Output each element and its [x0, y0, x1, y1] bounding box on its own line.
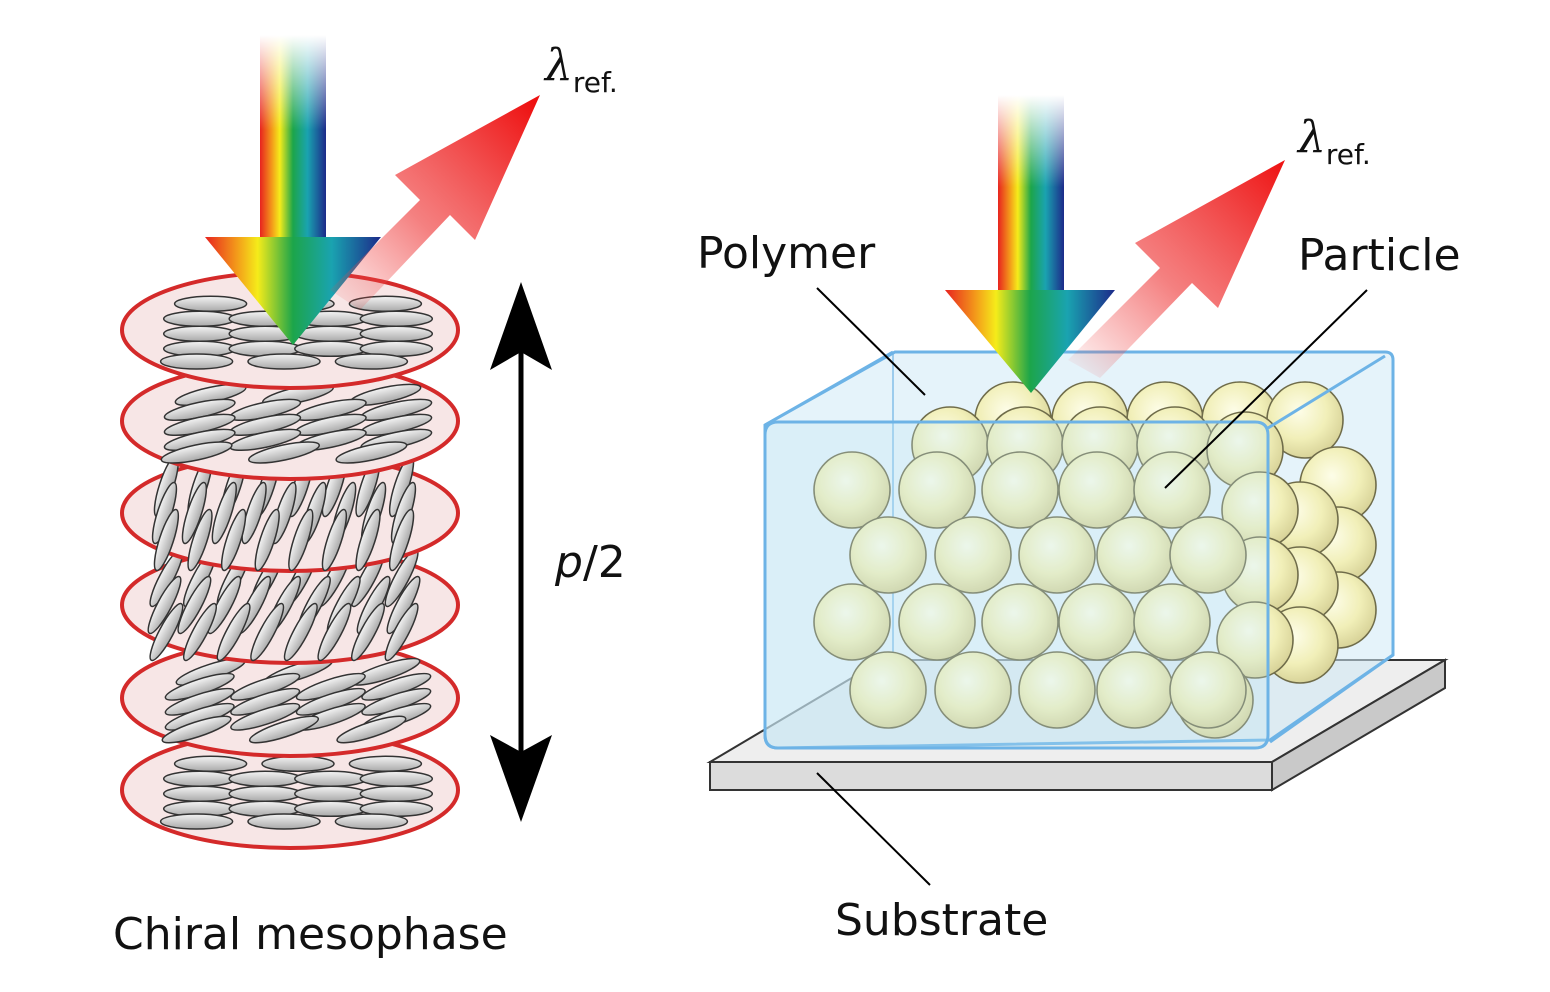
mesogen — [359, 770, 434, 788]
particle — [1133, 583, 1211, 661]
particle — [849, 651, 927, 729]
mesogen — [254, 508, 280, 572]
mesogen — [160, 441, 233, 464]
particle — [1018, 651, 1096, 729]
mesogen — [159, 813, 234, 830]
mesogen — [359, 310, 434, 328]
mesogen — [230, 702, 301, 731]
mesogen — [181, 481, 208, 545]
particle — [849, 516, 927, 594]
particle-label: Particle — [1298, 230, 1461, 281]
mesogen — [173, 755, 248, 773]
mesogen — [211, 481, 237, 545]
mesogen — [355, 508, 381, 572]
particle — [813, 583, 891, 661]
mesogen — [162, 325, 237, 343]
chiral-mesophase-caption: Chiral mesophase — [113, 909, 508, 960]
mesogen — [207, 575, 242, 635]
pitch-label: p/2 — [554, 537, 626, 588]
mesogen — [216, 602, 251, 662]
mesogen — [147, 575, 182, 635]
mesogen — [187, 508, 213, 572]
mesogen — [248, 715, 320, 744]
mesogen — [153, 508, 180, 572]
mesogen — [261, 755, 335, 773]
mesogen — [247, 813, 321, 830]
particle — [981, 451, 1059, 529]
particle-lattice — [813, 381, 1377, 739]
reflected-light-arrow-left — [330, 95, 540, 310]
mesogen — [183, 602, 217, 662]
particle — [934, 516, 1012, 594]
mesogen — [173, 295, 248, 313]
mesogen — [177, 575, 212, 635]
mesogen — [317, 602, 352, 662]
mesogen — [335, 441, 408, 464]
mesogen — [334, 813, 409, 830]
mesogen — [288, 508, 314, 572]
pitch-double-arrow — [490, 282, 552, 822]
particle — [934, 651, 1012, 729]
mesogen — [348, 755, 423, 773]
chiral-disc-stack — [120, 270, 460, 850]
lambda-ref-label-left: λref. — [543, 40, 618, 99]
mesogen — [359, 785, 434, 803]
mesogen — [384, 602, 419, 662]
mesogen — [248, 441, 320, 464]
mesophase-disc — [120, 361, 460, 481]
polymer-block-front — [763, 350, 1394, 750]
mesogen — [250, 602, 285, 662]
mesogen — [149, 602, 184, 662]
mesogen — [321, 508, 348, 572]
lambda-ref-label-right: λref. — [1296, 112, 1371, 171]
leader-lines — [816, 287, 1368, 886]
mesogen — [228, 770, 302, 788]
mesogen — [162, 785, 237, 803]
mesophase-disc — [120, 453, 460, 573]
particle — [981, 583, 1059, 661]
mesogen — [334, 353, 409, 370]
mesogen — [241, 481, 267, 545]
substrate-label: Substrate — [835, 895, 1048, 946]
mesogen — [159, 353, 234, 370]
particle — [898, 451, 976, 529]
mesogen — [388, 508, 415, 572]
particle — [898, 583, 976, 661]
mesophase-disc — [120, 638, 460, 758]
particle — [1169, 516, 1247, 594]
reflected-light-arrow-right — [1068, 160, 1285, 378]
particle — [1133, 451, 1211, 529]
mesogen — [359, 325, 434, 343]
mesogen — [228, 785, 302, 803]
mesogen — [247, 353, 321, 370]
mesogen — [161, 715, 232, 744]
mesogen — [162, 310, 237, 328]
mesogen — [336, 715, 407, 744]
mesogen — [162, 770, 237, 788]
mesogen — [294, 770, 368, 788]
particle — [1018, 516, 1096, 594]
particle — [1169, 651, 1247, 729]
particle — [813, 451, 891, 529]
incident-light-arrow-right — [945, 95, 1115, 393]
mesogen — [283, 602, 318, 662]
mesogen — [351, 602, 385, 662]
particle — [1216, 601, 1294, 679]
incident-light-arrow-left — [205, 35, 381, 345]
mesophase-disc — [120, 730, 460, 850]
polymer-label: Polymer — [697, 228, 876, 279]
mesogen — [220, 508, 247, 572]
mesogen — [294, 785, 368, 803]
